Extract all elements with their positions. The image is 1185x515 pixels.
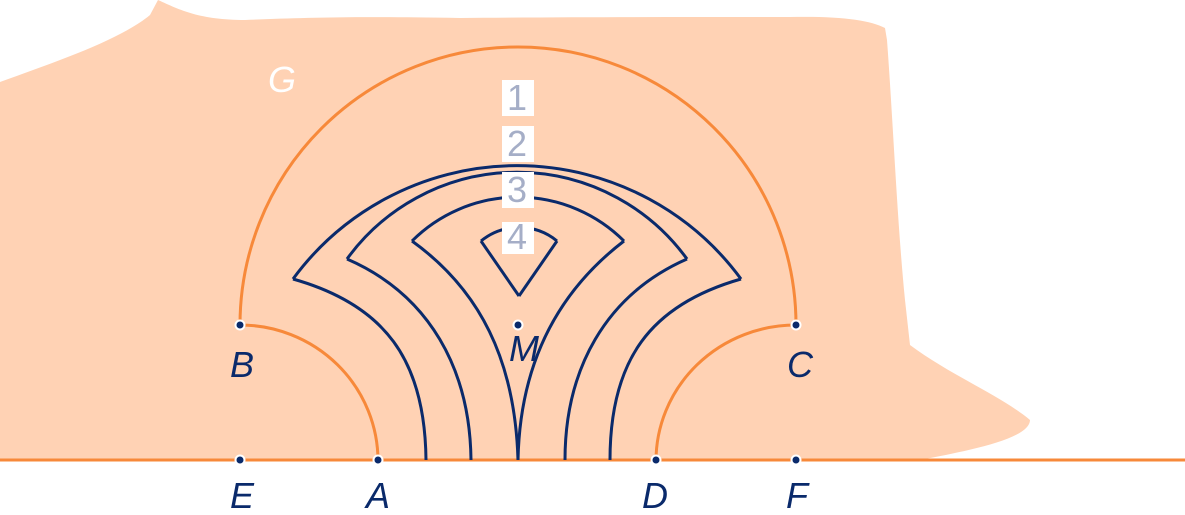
point-f-dot [790, 454, 802, 466]
level-curves [291, 164, 743, 461]
curve-label-1-bg [502, 80, 534, 116]
boundary-right-arc [654, 323, 797, 462]
points [234, 319, 802, 466]
point-a-dot [372, 454, 384, 466]
region-label: G [268, 59, 296, 100]
point-m-dot [512, 319, 524, 331]
point-d-dot [650, 454, 662, 466]
curve-labels: 1 2 3 4 [502, 77, 534, 257]
curve-label-2: 2 [507, 123, 527, 164]
curve-label-4: 4 [507, 216, 527, 257]
point-label-a: A [364, 475, 390, 515]
boundary-big-arc [238, 45, 798, 326]
point-label-b: B [230, 344, 254, 385]
curve-label-2-bg [502, 126, 534, 162]
curve-4-right [517, 240, 559, 297]
point-b-dot [234, 319, 246, 331]
curve-1-right-bottom [608, 277, 742, 461]
curve-2-right-bottom [563, 257, 688, 461]
point-label-f: F [786, 475, 810, 515]
curve-3-right-bottom [516, 239, 625, 461]
point-label-c: C [787, 344, 814, 385]
curve-label-3-bg [502, 172, 534, 208]
point-label-e: E [230, 475, 255, 515]
point-labels: B C M E A D F [230, 328, 814, 515]
boundary-left-arc [239, 323, 380, 462]
curve-1-outer-top [291, 164, 743, 280]
point-e-dot [234, 454, 246, 466]
curve-2-left-bottom [346, 257, 473, 461]
curve-4-left [479, 240, 521, 297]
point-c-dot [790, 319, 802, 331]
curve-1-left-bottom [292, 277, 428, 461]
curve-label-3: 3 [507, 169, 527, 210]
curve-label-4-bg [502, 222, 534, 254]
curve-3-left-bottom [411, 239, 520, 461]
point-label-m: M [509, 328, 539, 369]
point-label-d: D [642, 475, 668, 515]
curve-label-1: 1 [507, 77, 527, 118]
boundary [238, 45, 798, 462]
